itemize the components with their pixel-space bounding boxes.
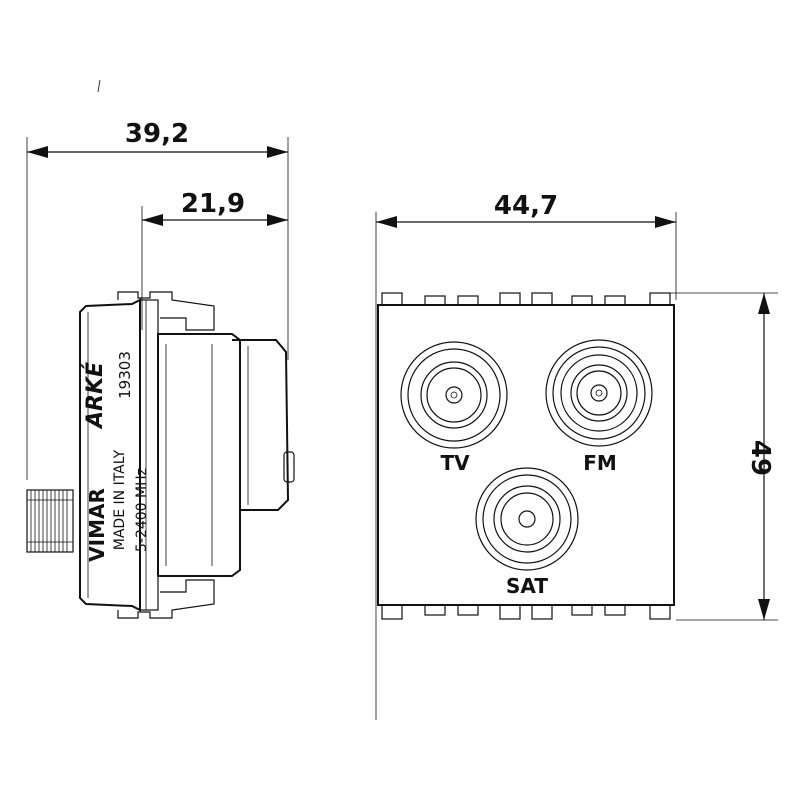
dimension-label-body-depth: 21,9 <box>181 189 245 219</box>
coax-connector <box>26 489 74 553</box>
origin-text: MADE IN ITALY <box>112 449 128 550</box>
dimension-total-depth: 39,2 <box>26 119 289 480</box>
rear-cap <box>232 339 290 511</box>
dimension-body-depth: 21,9 <box>141 189 288 330</box>
side-origin-marking: MADE IN ITALY <box>112 449 128 550</box>
side-body <box>79 298 141 612</box>
dimension-height: 49 <box>670 292 778 621</box>
tv-socket <box>400 341 508 449</box>
sat-socket <box>475 467 579 571</box>
top-clip <box>117 291 215 331</box>
bottom-clip <box>117 579 215 619</box>
dimension-label-total-depth: 39,2 <box>125 119 189 149</box>
side-code-marking: 19303 <box>116 351 134 399</box>
sat-label: SAT <box>506 574 548 598</box>
fm-socket <box>545 339 653 447</box>
tv-label: TV <box>440 451 470 475</box>
side-brand-marking: VIMAR <box>85 488 109 562</box>
series-text: ARKÉ <box>82 362 108 430</box>
dimension-width: 44,7 <box>375 191 677 720</box>
dimension-label-width: 44,7 <box>494 191 558 221</box>
brand-text: VIMAR <box>85 488 109 562</box>
front-plate <box>377 304 675 606</box>
fm-label: FM <box>583 451 617 475</box>
stray-mark <box>97 79 101 93</box>
mounting-frame <box>139 299 159 611</box>
side-view: ARKÉ 19303 VIMAR MADE IN ITALY 5-2400 MH… <box>26 291 295 619</box>
bottom-tabs <box>381 604 671 620</box>
code-text: 19303 <box>116 351 134 399</box>
front-view: TV FM SAT <box>377 292 675 620</box>
top-tabs <box>381 292 671 306</box>
side-frequency-marking: 5-2400 MHz <box>134 468 150 552</box>
rear-module <box>157 333 241 577</box>
dimension-label-height: 49 <box>745 440 775 476</box>
frequency-text: 5-2400 MHz <box>134 468 150 552</box>
side-series-marking: ARKÉ <box>82 362 108 430</box>
rear-latch <box>283 451 295 483</box>
